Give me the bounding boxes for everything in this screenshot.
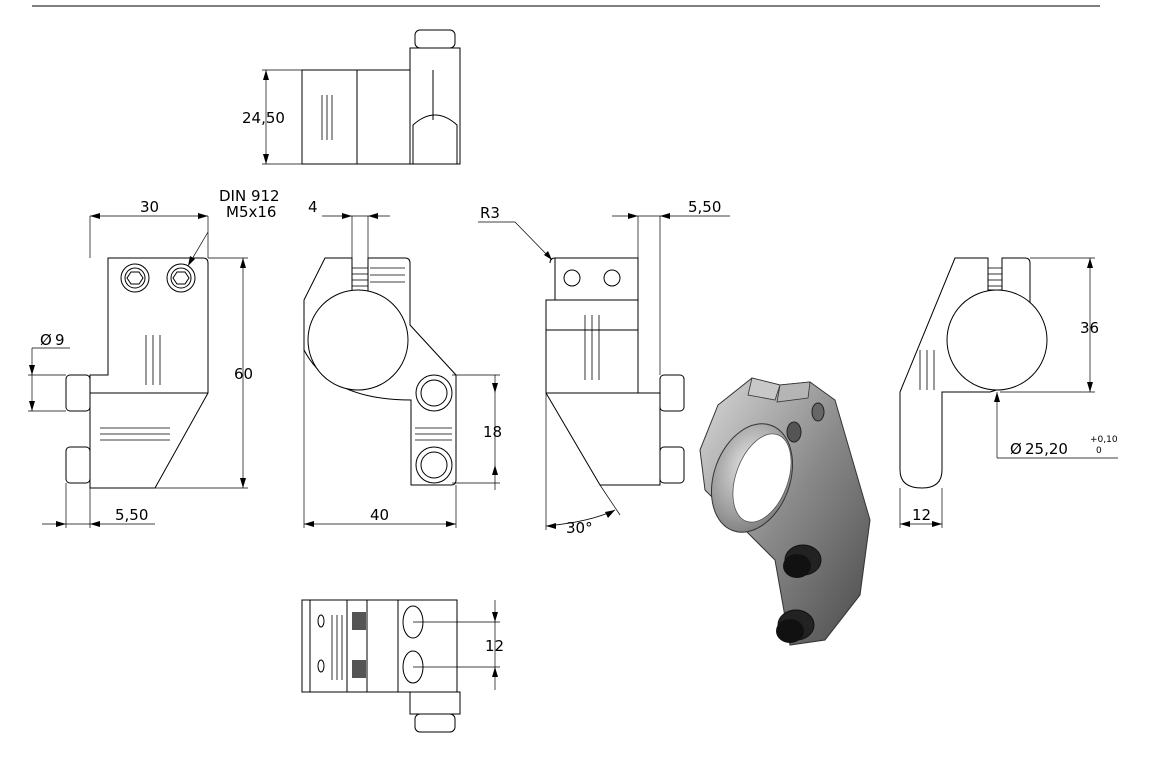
dim-height-36: 36 — [1080, 319, 1099, 337]
dim-width-40: 40 — [370, 506, 389, 524]
dim-width-12-right: 12 — [912, 506, 931, 524]
top-view: 24,50 — [242, 29, 461, 165]
dim-pitch-18: 18 — [483, 423, 502, 441]
dim-slot-width: 4 — [308, 198, 318, 216]
right-side-view: 36 Ø 25,20 +0,10 0 12 — [899, 257, 1118, 528]
dim-offset-left: 5,50 — [115, 506, 148, 524]
dim-bore-diameter-symbol: Ø — [1010, 440, 1022, 458]
front-view: 4 18 40 — [303, 198, 502, 528]
bottom-view: 12 — [301, 599, 504, 733]
left-side-view: 30 DIN 912 M5x16 60 Ø 9 5,50 — [28, 187, 280, 528]
dim-bore-tol-upper: +0,10 — [1090, 435, 1118, 445]
dim-bore-tol-lower: 0 — [1096, 446, 1102, 456]
isometric-view — [699, 377, 871, 646]
rear-side-view: R3 5,50 30° — [478, 198, 730, 537]
dim-diameter-9: 9 — [55, 331, 65, 349]
dim-radius: R3 — [480, 204, 500, 222]
dim-diameter-symbol-9: Ø — [40, 331, 52, 349]
dim-width-30: 30 — [140, 198, 159, 216]
screw-spec-line2: M5x16 — [226, 203, 276, 221]
screw-spec-line1: DIN 912 — [219, 187, 280, 205]
dim-pitch-12-bottom: 12 — [485, 637, 504, 655]
dim-height-60: 60 — [234, 365, 253, 383]
dim-offset-right: 5,50 — [688, 198, 721, 216]
dim-top-height: 24,50 — [242, 109, 285, 127]
dim-bore-diameter: 25,20 — [1025, 440, 1068, 458]
dim-angle: 30° — [566, 519, 593, 537]
